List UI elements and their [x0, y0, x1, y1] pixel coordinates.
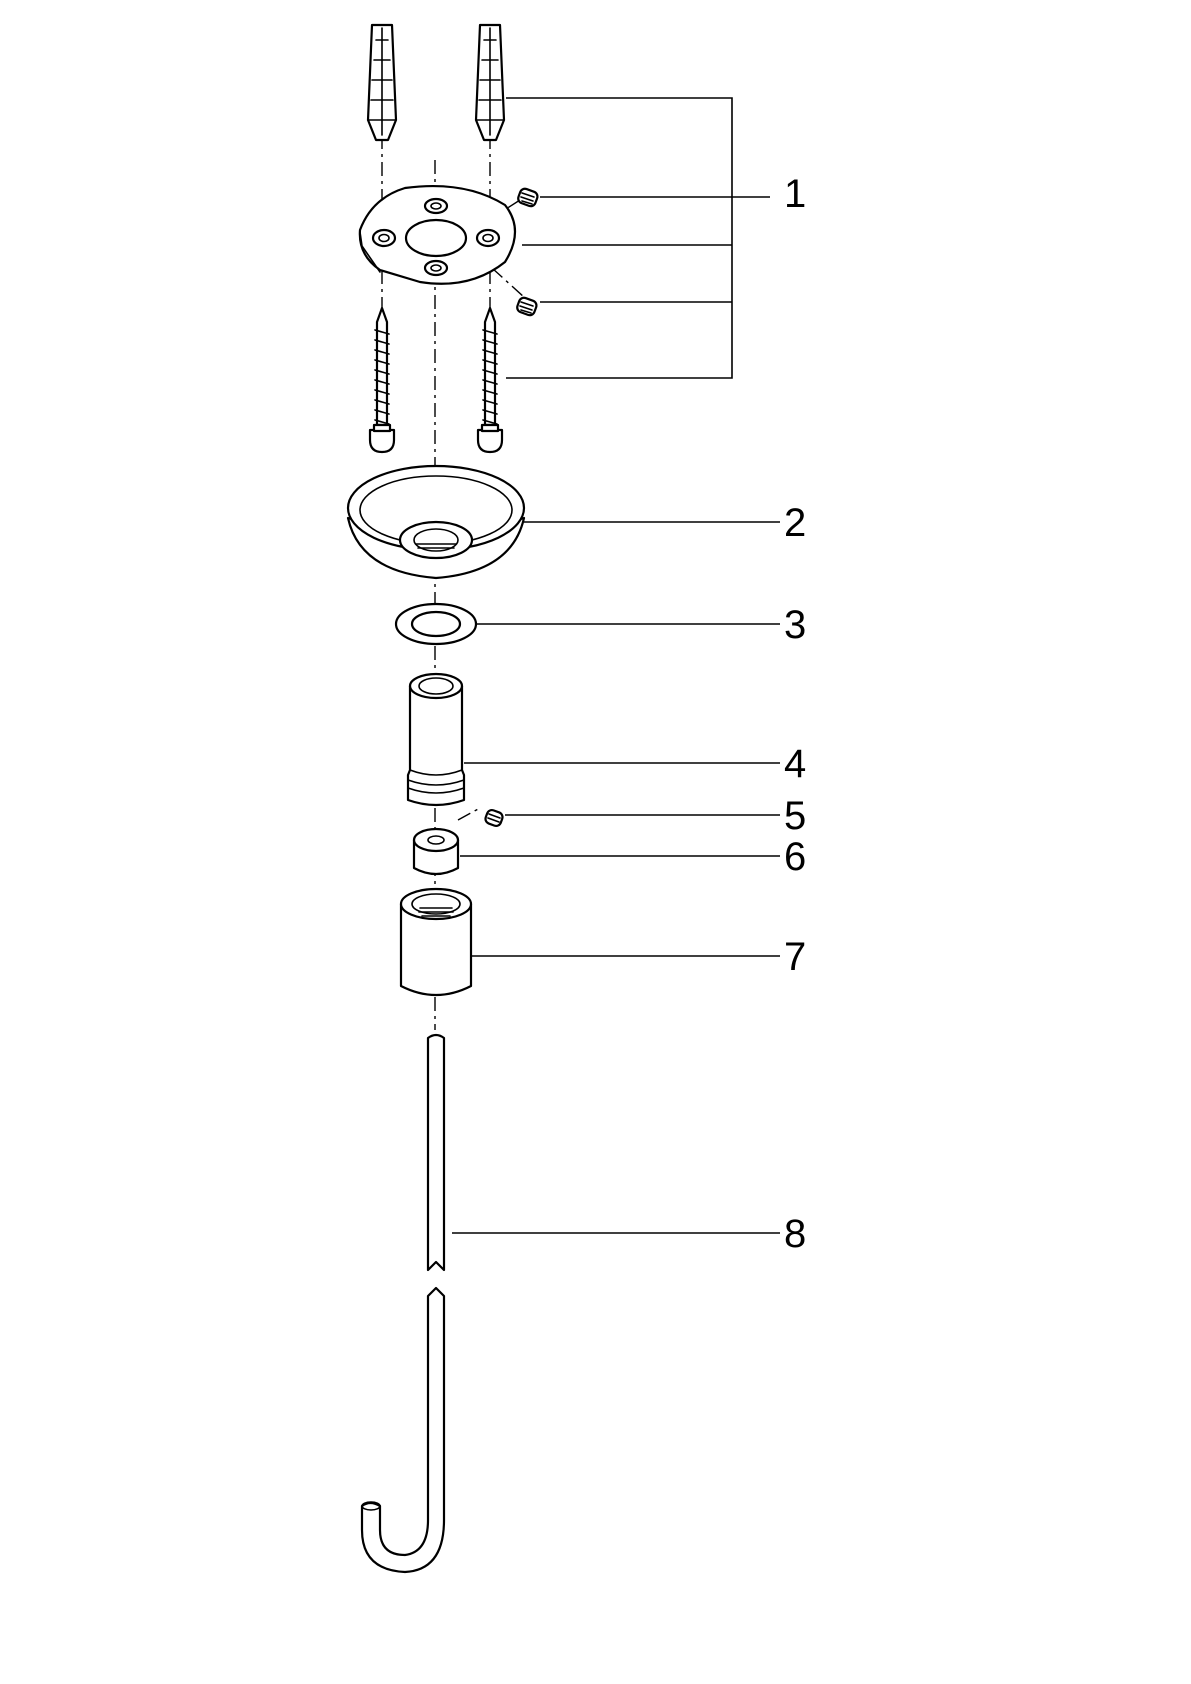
- callout-8: 8: [784, 1212, 806, 1256]
- threaded-sleeve: [406, 672, 466, 807]
- rosette-cover: [346, 464, 526, 580]
- grub-screw-upper: [517, 187, 539, 208]
- hook-rod: [360, 1033, 446, 1574]
- callout-4: 4: [784, 742, 806, 786]
- leader-lines: [452, 97, 780, 1234]
- wall-plug-left: [366, 23, 398, 142]
- mounting-plate: [358, 184, 516, 285]
- callout-3: 3: [784, 603, 806, 647]
- wood-screw-right: [476, 306, 504, 454]
- grub-screw-lower: [516, 296, 538, 317]
- callout-7: 7: [784, 935, 806, 979]
- wall-plug-right: [474, 23, 506, 142]
- grub-screw-small: [484, 808, 504, 828]
- callout-2: 2: [784, 501, 806, 545]
- collar-ring: [412, 827, 460, 876]
- wood-screw-left: [368, 306, 396, 454]
- callout-1: 1: [784, 172, 806, 216]
- callout-6: 6: [784, 835, 806, 879]
- threaded-nut: [399, 887, 473, 996]
- callout-5: 5: [784, 794, 806, 838]
- callout-labels: 1 2 3 4 5 6 7 8: [784, 172, 806, 1256]
- o-ring: [394, 602, 478, 646]
